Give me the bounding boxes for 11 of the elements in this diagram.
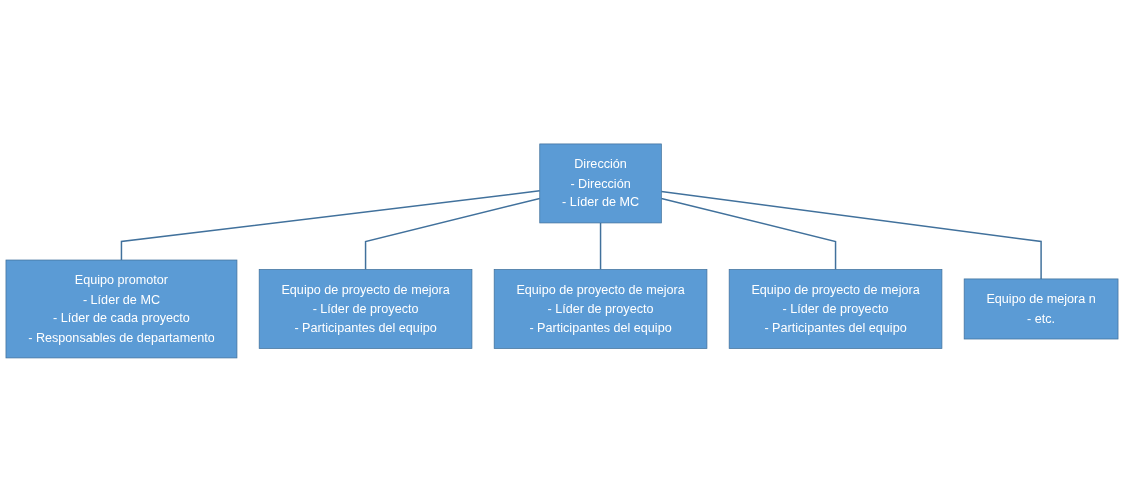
- node-box: Equipo de proyecto de mejora - Líder de proyecto - Participantes del equipo: [728, 269, 943, 349]
- connector: [660, 197, 837, 271]
- connector: [364, 197, 541, 271]
- node-box: Equipo de proyecto de mejora - Líder de proyecto - Participantes del equipo: [258, 269, 473, 349]
- node-box: Dirección - Dirección - Líder de MC: [539, 143, 662, 224]
- connector: [660, 190, 1042, 280]
- node-box: Equipo de mejora n - etc.: [963, 278, 1119, 340]
- connector: [120, 190, 541, 261]
- node-box: Equipo promotor - Líder de MC - Líder de cada proyecto - Responsables de departamento: [5, 259, 238, 359]
- connector: [599, 222, 602, 271]
- node-box: Equipo de proyecto de mejora - Líder de proyecto - Participantes del equipo: [493, 269, 708, 349]
